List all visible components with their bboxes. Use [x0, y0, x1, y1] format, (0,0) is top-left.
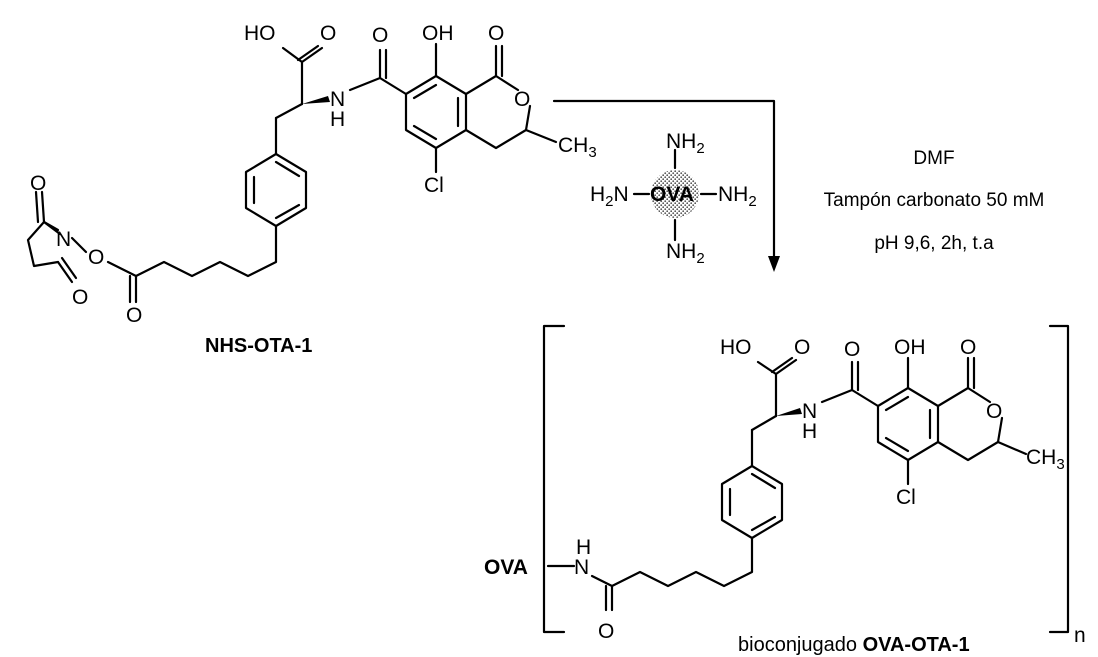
arrow-head	[768, 256, 780, 272]
atom-n-succinimide: N	[56, 228, 71, 251]
p-atom-n-amide-chain: N	[574, 556, 589, 579]
atom-ch3: CH3	[558, 134, 597, 161]
ova-bead	[651, 170, 699, 218]
p-atom-o-amide-chain: O	[598, 620, 614, 643]
p-atom-o-amide: O	[844, 338, 860, 361]
ova-nh2-top: NH2	[666, 130, 705, 157]
atom-o-lactone-ring: O	[514, 88, 530, 111]
ova-center-label: OVA	[650, 183, 694, 206]
product-ova-ota-1: n	[484, 324, 1086, 656]
reaction-conditions: DMF Tampón carbonato 50 mM pH 9,6, 2h, t…	[824, 148, 1045, 254]
p-atom-h-amide: H	[802, 420, 817, 443]
atom-o-succinimide-bottom: O	[72, 286, 88, 309]
p-atom-ho: HO	[720, 336, 752, 359]
atom-h-amide: H	[330, 108, 345, 131]
reactant-nhs-ota-1: HO O N H O OH O O CH3 Cl O O N O O NHS-O…	[26, 22, 597, 357]
atom-o-ester-carbonyl: O	[126, 304, 142, 327]
atom-n-amide: N	[330, 88, 345, 111]
reagent-ova: OVA NH2 NH2 NH2 H2N	[590, 130, 757, 267]
p-atom-cl: Cl	[896, 486, 916, 509]
atom-o-succinimide-top: O	[30, 172, 46, 195]
atom-o-acid: O	[320, 22, 336, 45]
p-atom-ova: OVA	[484, 556, 528, 579]
atom-o-amide: O	[372, 24, 388, 47]
repeat-index: n	[1074, 624, 1086, 647]
p-atom-oh-phenol: OH	[894, 336, 926, 359]
reactant-bonds	[26, 42, 558, 304]
p-atom-n-amide: N	[802, 400, 817, 423]
product-bonds	[546, 356, 1028, 612]
reactant-label: NHS-OTA-1	[205, 335, 312, 357]
condition-solvent: DMF	[913, 148, 954, 169]
p-atom-o-lactone-ring: O	[986, 400, 1002, 423]
product-label: bioconjugado OVA-OTA-1	[738, 634, 970, 656]
p-atom-ch3: CH3	[1026, 446, 1065, 473]
p-atom-o-lactone-carbonyl: O	[960, 336, 976, 359]
product-atom-labels: HO O N H O OH O O CH3 Cl H N O OVA	[484, 336, 1065, 643]
condition-ph-time-temp: pH 9,6, 2h, t.a	[874, 233, 994, 254]
atom-ho: HO	[244, 22, 276, 45]
atom-cl: Cl	[424, 174, 444, 197]
reaction-arrow	[552, 99, 780, 272]
atom-o-lactone-carbonyl: O	[488, 22, 504, 45]
atom-o-ester: O	[88, 246, 104, 269]
bracket-right	[1048, 324, 1070, 634]
atom-oh-phenol: OH	[422, 22, 454, 45]
condition-buffer: Tampón carbonato 50 mM	[824, 190, 1045, 211]
ova-nh2-bottom: NH2	[666, 240, 705, 267]
stereo-wedge	[302, 96, 330, 104]
ova-h2n-left: H2N	[590, 183, 629, 210]
reactant-atom-labels: HO O N H O OH O O CH3 Cl O O N O O	[30, 22, 597, 327]
p-atom-h-amide-chain: H	[576, 536, 591, 559]
p-atom-o-acid: O	[794, 336, 810, 359]
bracket-left	[542, 324, 566, 634]
ova-nh2-right: NH2	[718, 183, 757, 210]
